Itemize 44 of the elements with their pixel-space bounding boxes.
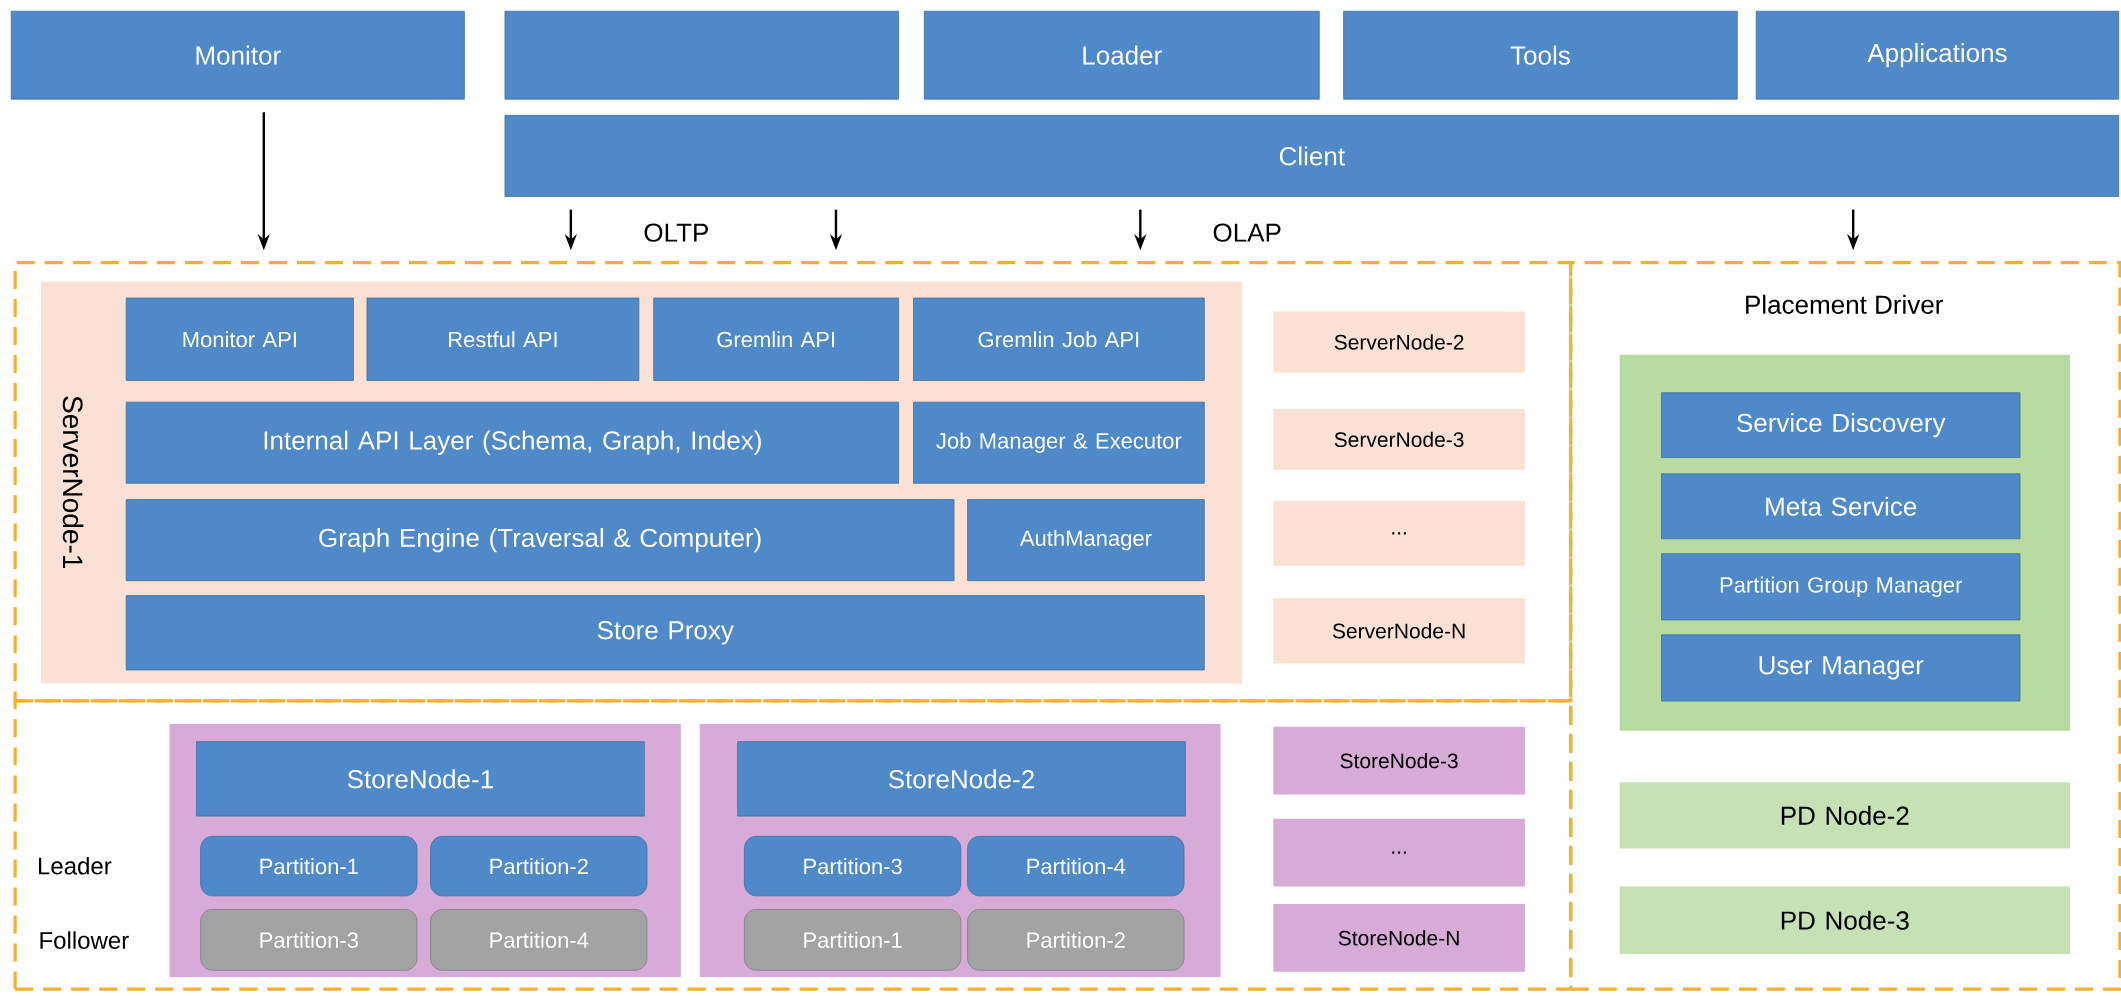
module-box: Gremlin Job API bbox=[913, 297, 1205, 382]
server-node-box: ServerNode-2 bbox=[1273, 311, 1525, 373]
component-box: Client bbox=[504, 115, 2120, 198]
module-box: StoreNode-1 bbox=[196, 741, 645, 817]
partition-box: Partition-2 bbox=[430, 836, 648, 897]
module-box: Restful API bbox=[366, 297, 640, 382]
store-node-box: StoreNode-3 bbox=[1273, 727, 1525, 795]
component-box: Applications bbox=[1755, 11, 2120, 100]
server-node-box: ServerNode-N bbox=[1273, 598, 1525, 664]
module-box: AuthManager bbox=[967, 499, 1205, 582]
component-box: Tools bbox=[1343, 11, 1738, 100]
partition-box: Partition-1 bbox=[200, 836, 418, 897]
module-box: Store Proxy bbox=[125, 595, 1205, 671]
module-box: User Manager bbox=[1661, 634, 2021, 702]
module-box: Graph Engine (Traversal & Computer) bbox=[125, 499, 955, 582]
pd-node-box: PD Node-3 bbox=[1619, 886, 2071, 955]
partition-box: Partition-4 bbox=[430, 909, 648, 971]
dashed-region bbox=[13, 261, 1573, 703]
side-label: Follower bbox=[40, 931, 129, 950]
module-box: Job Manager & Executor bbox=[913, 401, 1205, 484]
pd-node-box: PD Node-2 bbox=[1619, 782, 2071, 849]
side-label: Leader bbox=[39, 857, 112, 875]
module-box: Gremlin API bbox=[653, 297, 899, 382]
module-box: Meta Service bbox=[1661, 473, 2021, 540]
module-box: StoreNode-2 bbox=[737, 741, 1186, 817]
store-node-box: ... bbox=[1273, 819, 1525, 887]
component-box bbox=[504, 11, 899, 100]
module-box: Internal API Layer (Schema, Graph, Index) bbox=[125, 401, 899, 484]
side-label: OLAP bbox=[1213, 223, 1281, 243]
module-box: Service Discovery bbox=[1661, 392, 2021, 459]
component-box: Monitor bbox=[10, 11, 465, 100]
server-node-box: ServerNode-3 bbox=[1273, 409, 1525, 470]
component-box: Loader bbox=[923, 11, 1320, 100]
store-node-box: StoreNode-N bbox=[1273, 904, 1525, 972]
server-node-box: ... bbox=[1273, 501, 1525, 567]
partition-box: Partition-3 bbox=[744, 836, 962, 897]
side-label: OLTP bbox=[644, 223, 708, 243]
partition-box: Partition-1 bbox=[744, 909, 962, 971]
dashed-region bbox=[13, 699, 1573, 991]
module-box: Partition Group Manager bbox=[1661, 553, 2021, 621]
module-box: Monitor API bbox=[125, 297, 354, 382]
partition-box: Partition-3 bbox=[200, 909, 418, 971]
partition-box: Partition-4 bbox=[967, 836, 1185, 897]
partition-box: Partition-2 bbox=[967, 909, 1185, 971]
